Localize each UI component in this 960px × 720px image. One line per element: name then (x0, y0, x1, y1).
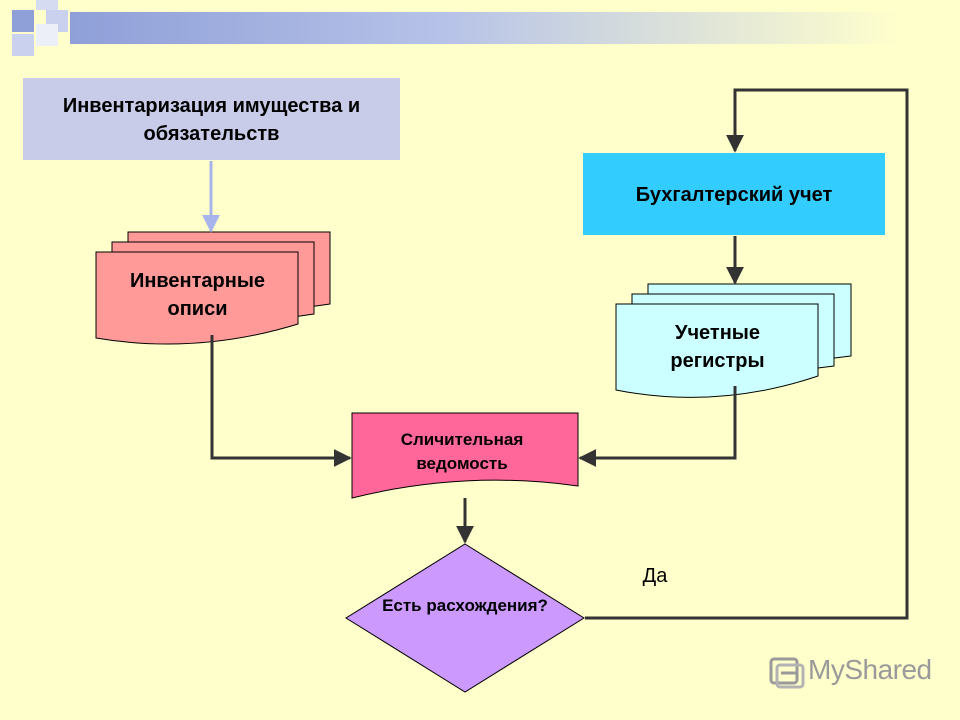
accounting-box-label: Бухгалтерский учет (635, 184, 833, 206)
comparison-sheet-doc (351, 412, 579, 499)
arrow-decision-yes-loop (585, 88, 909, 620)
inventory-lists-docs (95, 231, 331, 345)
yes-edge-label: Да (642, 565, 668, 587)
inventory-lists-label: Инвентарные описи (129, 270, 266, 320)
corner-square (36, 0, 58, 10)
inventory-box-label: Инвентаризация имущества и обязательств (62, 95, 361, 145)
arrow-lists-to-sheet (210, 335, 352, 467)
registers-docs (615, 283, 852, 398)
logo-mark-icon (769, 657, 805, 689)
logo-text: MyShared (808, 654, 932, 685)
corner-square (12, 10, 34, 32)
arrow-registers-to-sheet (578, 386, 737, 467)
corner-square (12, 34, 34, 56)
decision-diamond (345, 543, 585, 693)
title-bar-decoration (70, 12, 900, 44)
comparison-sheet-label: Сличительная ведомость (400, 430, 524, 473)
inventory-box (23, 78, 400, 160)
registers-label: Учетные регистры (670, 322, 765, 372)
corner-square (36, 24, 58, 46)
accounting-box (583, 153, 885, 235)
logo: MyShared (768, 654, 938, 690)
decision-label: Есть расхождения? (382, 596, 548, 615)
